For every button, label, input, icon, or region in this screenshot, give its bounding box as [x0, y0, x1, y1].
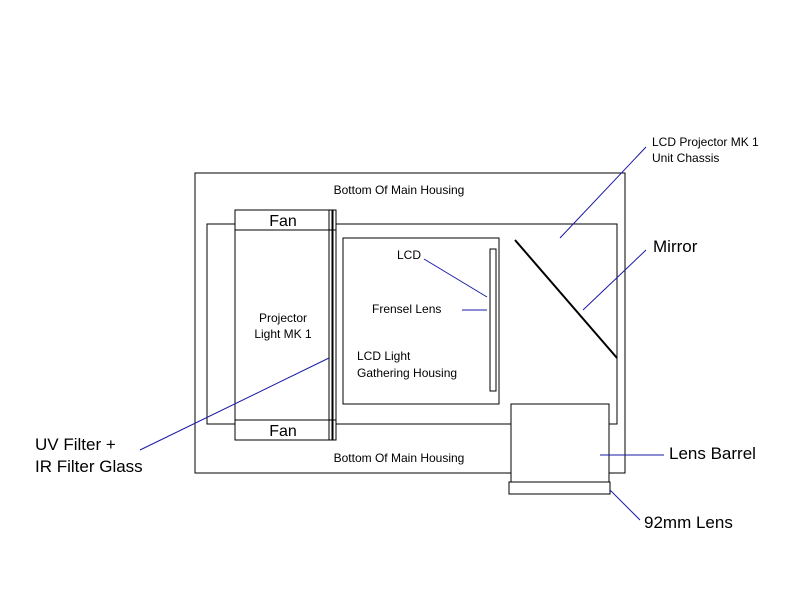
lcd-light-gathering-housing — [342, 237, 500, 405]
chassis-label: Unit Chassis — [652, 151, 719, 165]
fresnel-lens-label: Frensel Lens — [372, 302, 441, 316]
mirror — [514, 239, 618, 359]
lens-barrel-label: Lens Barrel — [669, 444, 756, 463]
chassis-label: LCD Projector MK 1 — [652, 135, 759, 149]
chassis-leader-line — [559, 146, 647, 239]
unit-chassis-outline — [206, 223, 618, 425]
lcd-light-housing-label: Gathering Housing — [357, 366, 457, 380]
lcd-leader-line — [423, 258, 488, 298]
projector-light-label: Light MK 1 — [254, 327, 312, 341]
lcd-panel — [489, 248, 497, 392]
projector-light-label: Projector — [259, 311, 307, 325]
fan-bottom-label: Fan — [269, 423, 297, 440]
projector-light-body — [234, 209, 337, 441]
lens-92mm — [508, 481, 611, 495]
main-housing-outline — [194, 172, 626, 474]
main-housing-bottom-label: Bottom Of Main Housing — [334, 451, 465, 465]
lens-barrel — [510, 403, 610, 483]
uv-filter-leader-line — [139, 357, 330, 451]
mirror-label: Mirror — [653, 237, 698, 256]
mirror-leader-line — [582, 249, 647, 311]
lcd-light-housing-label: LCD Light — [357, 349, 411, 363]
lcd-label: LCD — [397, 248, 421, 262]
main-housing-top-label: Bottom Of Main Housing — [334, 183, 465, 197]
lens-92mm-leader-line — [609, 489, 641, 521]
lens-92mm-label: 92mm Lens — [644, 513, 733, 532]
uv-filter-label: UV Filter + — [35, 435, 116, 454]
uv-filter-label: IR Filter Glass — [35, 457, 143, 476]
fan-top-label: Fan — [269, 213, 297, 230]
